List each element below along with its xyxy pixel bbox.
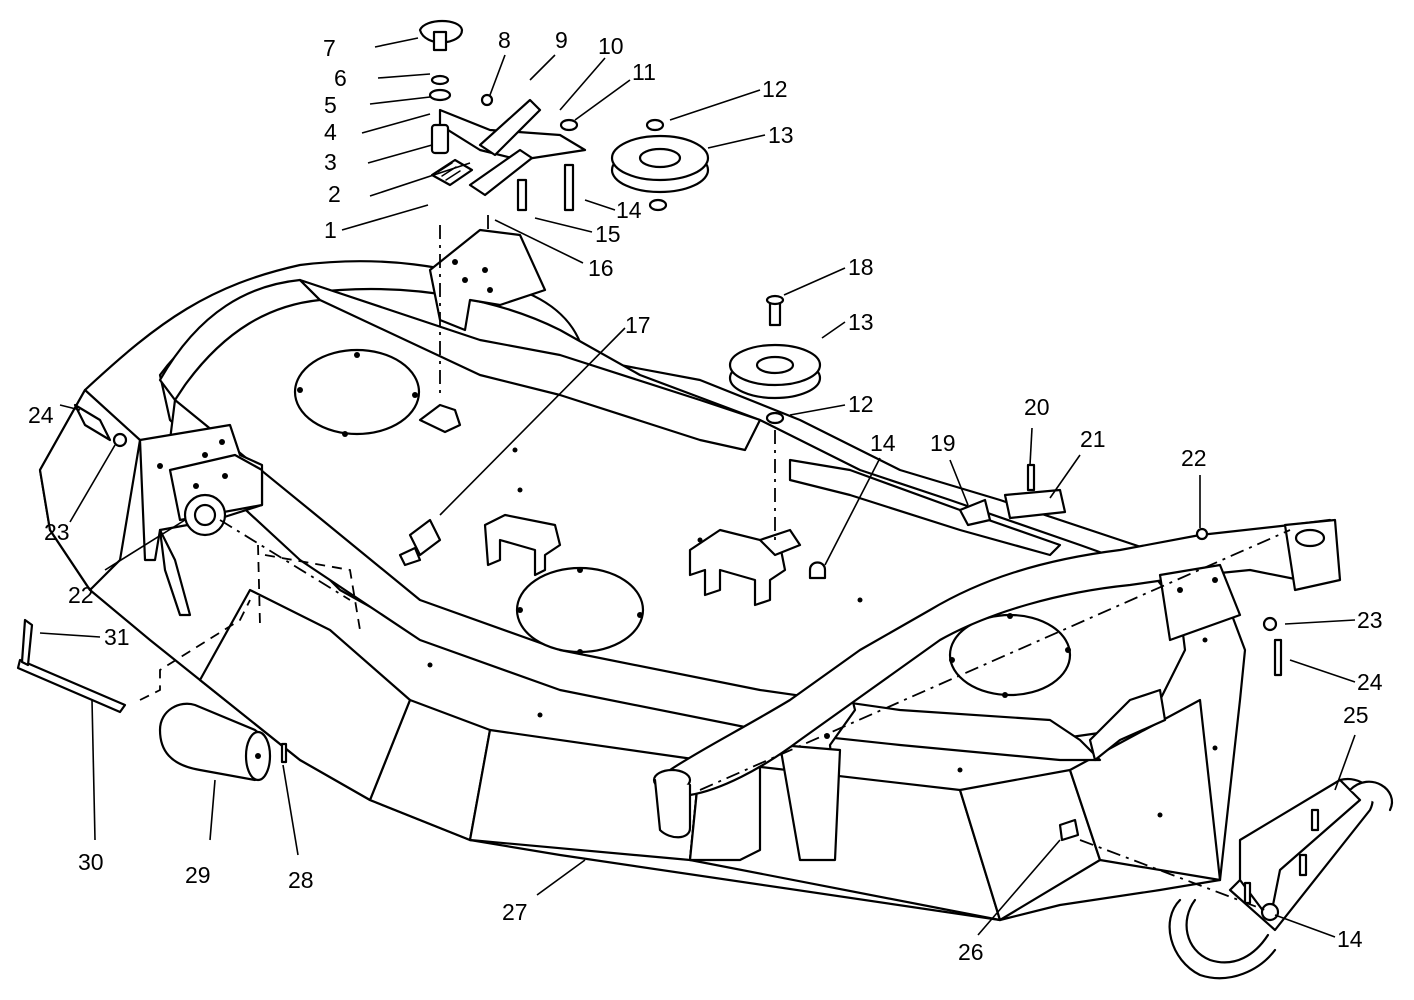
roller-axle-rod [16, 599, 251, 714]
right-hardware [73, 403, 1283, 842]
callout-31: 31 [104, 624, 130, 650]
callout-7: 7 [323, 35, 336, 61]
callout-14-skid: 14 [1337, 926, 1363, 952]
callout-23-right: 23 [1357, 607, 1383, 633]
callout-30: 30 [78, 849, 104, 875]
callout-1: 1 [324, 217, 337, 243]
callout-24-right: 24 [1357, 669, 1383, 695]
idler-pulley-upper [610, 118, 710, 212]
callout-20: 20 [1024, 394, 1050, 420]
callout-8: 8 [498, 27, 511, 53]
callout-19: 19 [930, 430, 956, 456]
callout-22-left: 22 [68, 582, 94, 608]
callout-2: 2 [328, 181, 341, 207]
callout-13-lower: 13 [848, 309, 874, 335]
callout-22-right: 22 [1181, 445, 1207, 471]
assembly-centerlines [219, 215, 1291, 911]
callout-3: 3 [324, 149, 337, 175]
callout-16: 16 [588, 255, 614, 281]
anti-scalp-skid [1168, 777, 1393, 980]
gauge-roller [158, 702, 288, 782]
callout-labels: 7 6 5 4 3 2 1 8 9 10 11 12 13 14 15 16 1… [28, 27, 1383, 965]
callout-14-middle: 14 [870, 430, 896, 456]
spindle-mount-brackets [418, 403, 802, 607]
blade-openings [293, 348, 1218, 818]
rear-hanger-bracket [428, 228, 547, 332]
front-pivot-tube [652, 518, 1342, 839]
callout-23-left: 23 [44, 519, 70, 545]
callout-18: 18 [848, 254, 874, 280]
callout-25: 25 [1343, 702, 1369, 728]
callout-27: 27 [502, 899, 528, 925]
callout-28: 28 [288, 867, 314, 893]
callout-14-upper: 14 [616, 197, 642, 223]
callout-10: 10 [598, 33, 624, 59]
callout-6: 6 [334, 65, 347, 91]
callout-21: 21 [1080, 426, 1106, 452]
callout-15: 15 [595, 221, 621, 247]
idler-arm-assembly [418, 19, 587, 212]
deck-baffle-rail [158, 278, 1167, 762]
callout-5: 5 [324, 92, 337, 118]
callout-29: 29 [185, 862, 211, 888]
callout-12-upper: 12 [762, 76, 788, 102]
callout-13-upper: 13 [768, 122, 794, 148]
callout-11: 11 [632, 59, 656, 85]
callout-4: 4 [324, 119, 337, 145]
callout-12-lower: 12 [848, 391, 874, 417]
idler-pulley-lower [728, 294, 822, 425]
leader-lines [39, 37, 1356, 938]
callout-9: 9 [555, 27, 568, 53]
callout-24-left: 24 [28, 402, 54, 428]
callout-17: 17 [625, 312, 651, 338]
callout-26: 26 [958, 939, 984, 965]
